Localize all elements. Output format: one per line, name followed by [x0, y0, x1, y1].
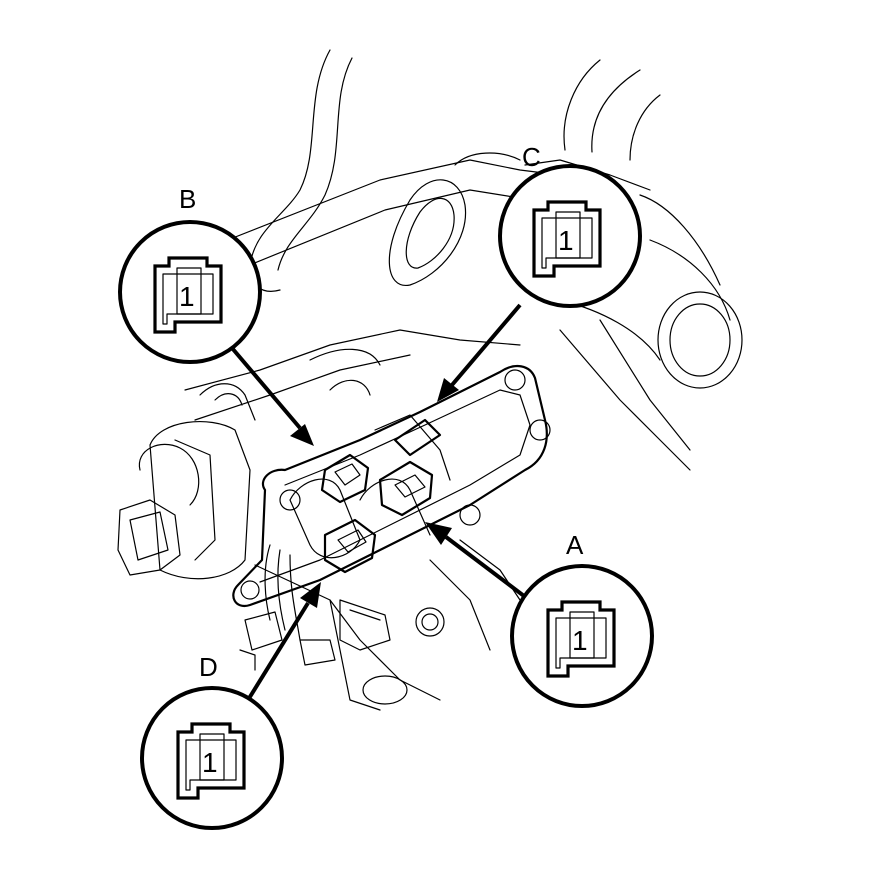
- pin-number-d: 1: [202, 747, 218, 778]
- arrowhead-a: [425, 522, 452, 545]
- engine-line-art: [117, 49, 743, 711]
- connector-a-icon: 1: [546, 600, 616, 678]
- callout-b: 1 B: [118, 184, 262, 364]
- callout-b-label: B: [179, 184, 196, 214]
- callout-a-label: A: [566, 530, 584, 560]
- callout-d-label: D: [199, 652, 218, 682]
- arrowhead-c: [437, 378, 459, 402]
- leader-lines: [230, 303, 526, 702]
- pin-number-c: 1: [558, 225, 574, 256]
- leader-a: [444, 535, 526, 598]
- arrowhead-b: [290, 424, 314, 446]
- callout-c-label: C: [522, 142, 541, 172]
- leader-b: [230, 346, 302, 430]
- connector-b-icon: 1: [153, 256, 223, 334]
- leader-d: [246, 601, 310, 702]
- connector-c-icon: 1: [532, 200, 602, 278]
- pin-number-b: 1: [179, 281, 195, 312]
- callout-c: 1 C: [498, 142, 642, 308]
- callout-a: 1 A: [510, 530, 654, 708]
- arrowhead-d: [300, 582, 321, 608]
- leader-c: [450, 303, 522, 387]
- pin-number-a: 1: [572, 625, 588, 656]
- connector-d-icon: 1: [176, 722, 246, 800]
- callout-d: 1 D: [140, 652, 284, 830]
